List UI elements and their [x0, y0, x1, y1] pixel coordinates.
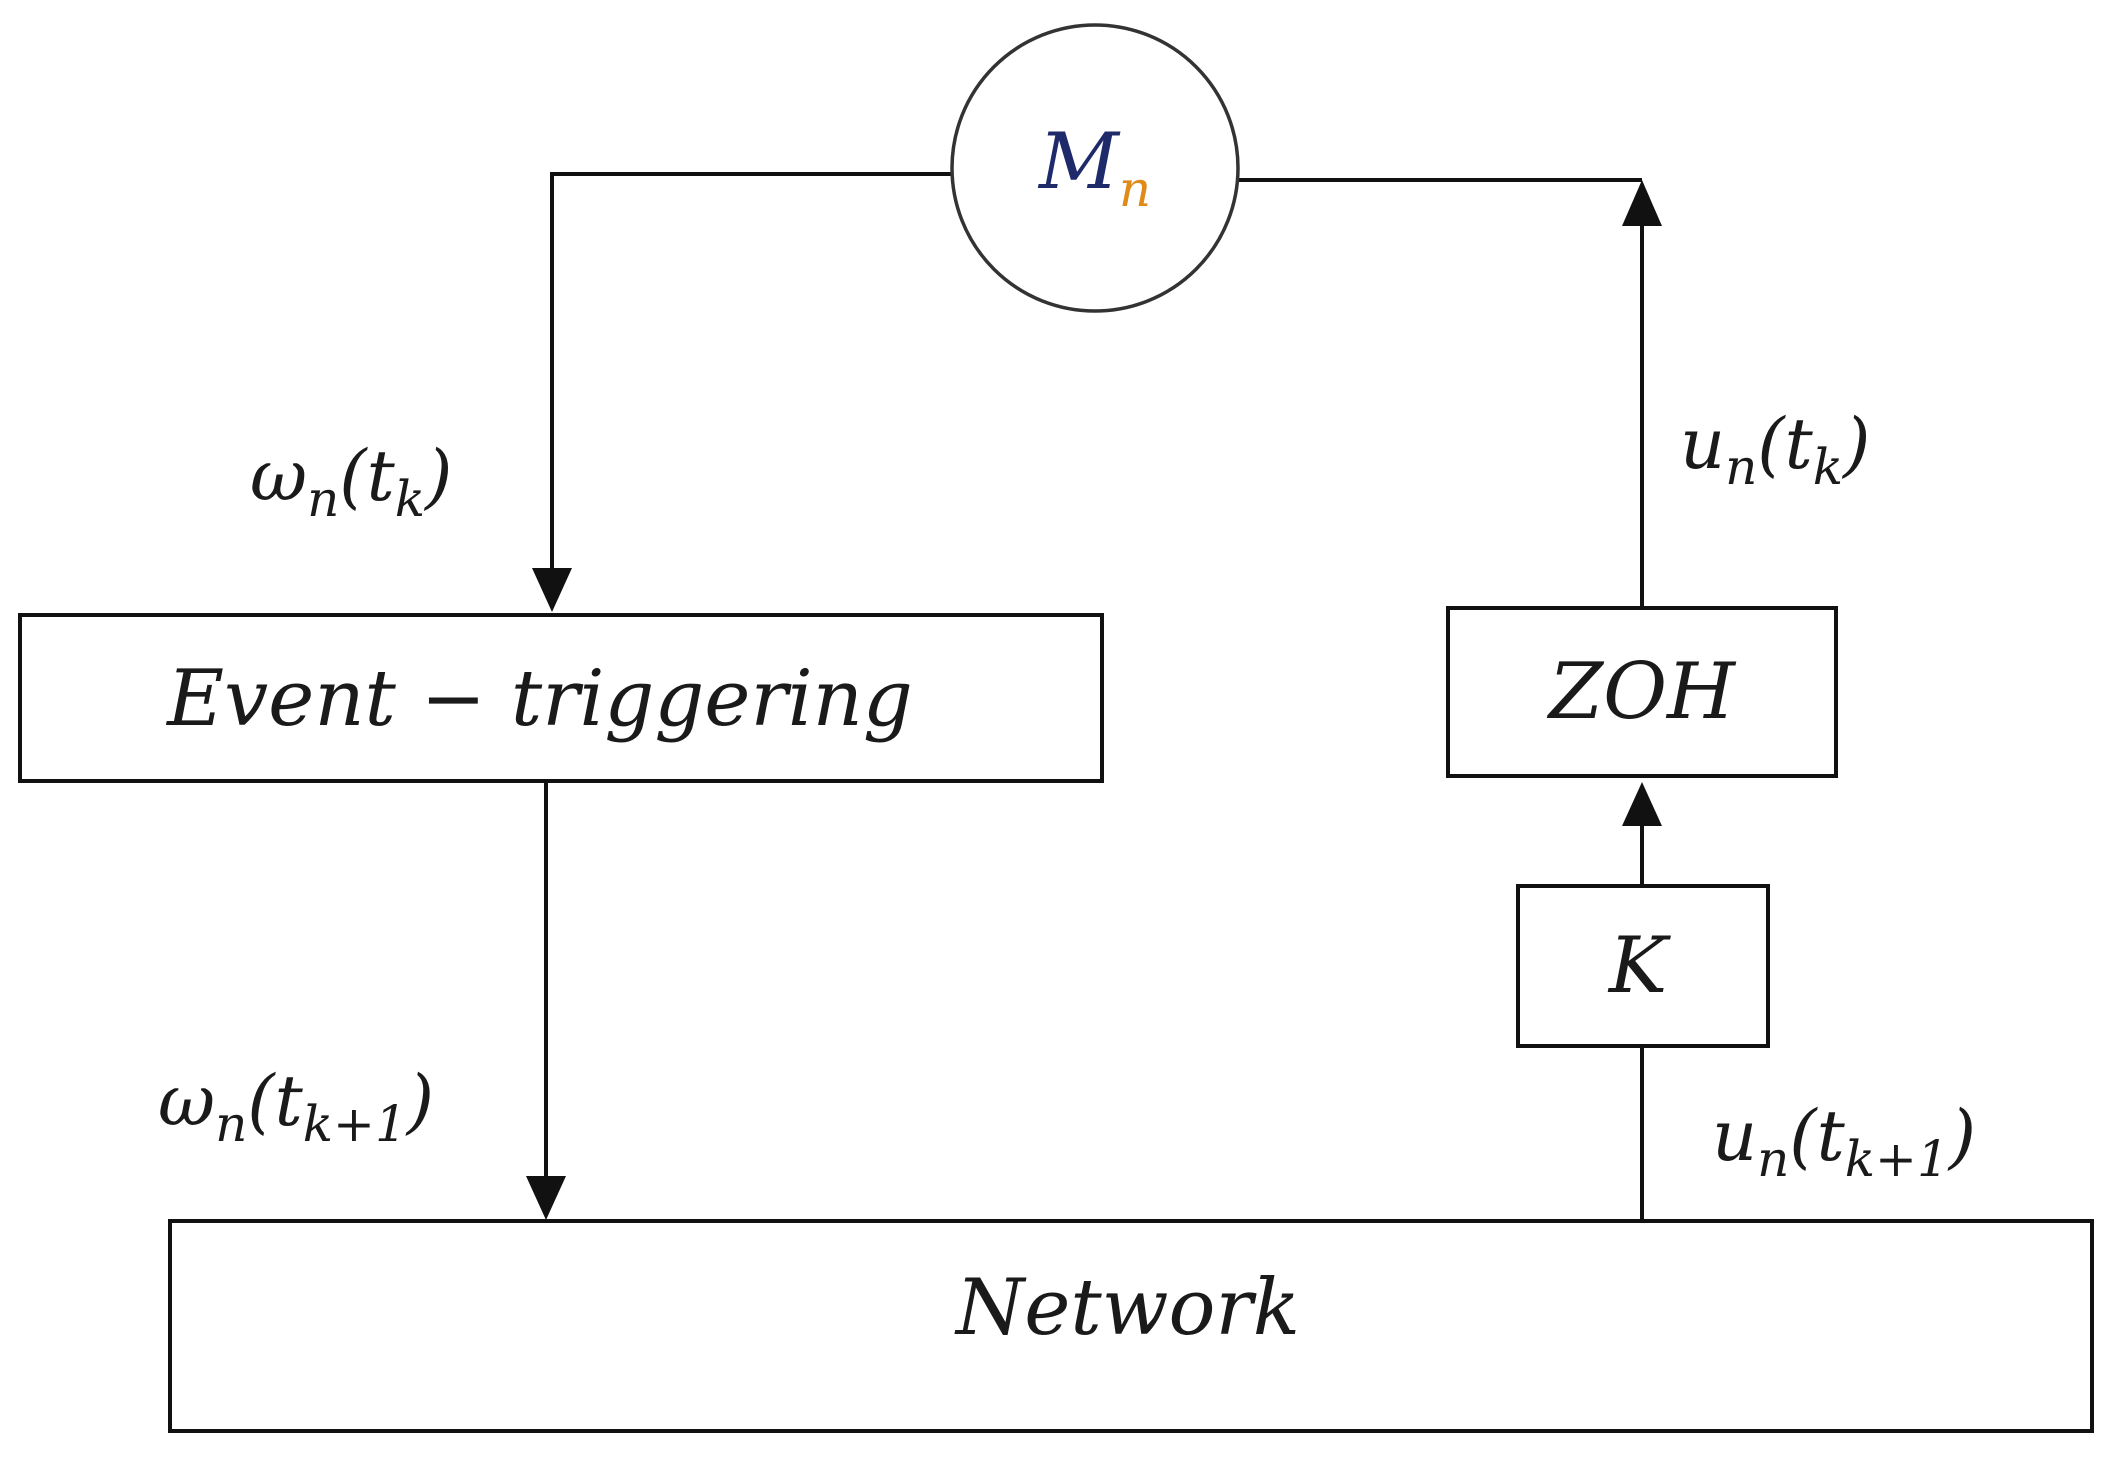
zoh-label: ZOH	[1546, 647, 1737, 737]
arrowhead-network-in	[526, 1176, 566, 1220]
arrowhead-event-in	[532, 568, 572, 612]
arrowhead-zoh-in	[1622, 782, 1662, 826]
label-omega-tk1: ωn(tk+1)	[158, 1060, 434, 1153]
wire-plant-to-event	[550, 172, 952, 572]
arrowhead-plant-in	[1622, 180, 1662, 226]
k-label: K	[1607, 921, 1672, 1011]
plant-label: Mn	[1037, 117, 1151, 218]
network-label: Network	[954, 1263, 1300, 1353]
label-omega-tk: ωn(tk)	[250, 435, 452, 528]
plant-base: M	[1037, 117, 1121, 207]
network-block: Network	[168, 1219, 2094, 1433]
label-u-tk1: un(tk+1)	[1712, 1095, 1976, 1188]
k-block: K	[1516, 884, 1770, 1048]
plant-node: Mn	[950, 23, 1240, 313]
zoh-block: ZOH	[1446, 606, 1838, 778]
label-u-tk: un(tk)	[1680, 403, 1870, 496]
event-triggering-block: Event − triggering	[18, 613, 1104, 783]
plant-subscript: n	[1119, 160, 1151, 218]
event-triggering-label: Event − triggering	[165, 654, 913, 744]
